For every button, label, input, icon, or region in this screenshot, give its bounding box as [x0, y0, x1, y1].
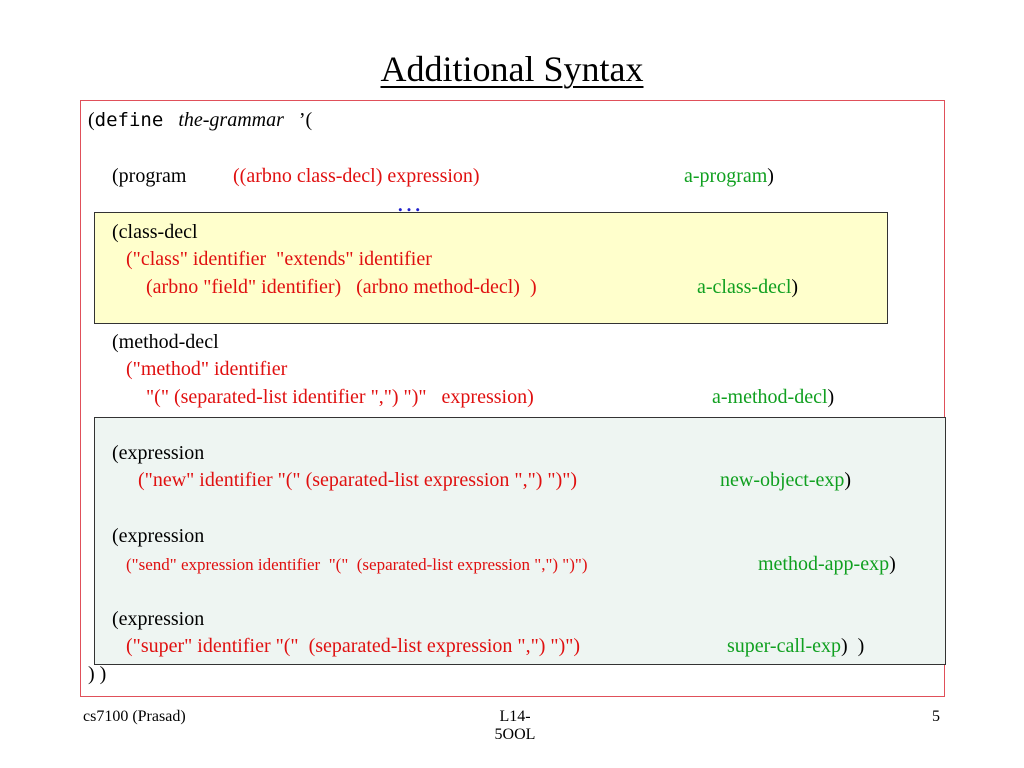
class-decl-tag-line: a-class-decl): [697, 276, 799, 298]
method-decl-rhs-1: ("method" identifier: [126, 358, 288, 380]
footer-page-number: 5: [932, 708, 940, 725]
method-decl-tag-line: a-method-decl): [712, 386, 835, 408]
slide-title: Additional Syntax: [380, 49, 644, 89]
class-decl-rhs-1: ("class" identifier "extends" identifier: [126, 248, 432, 270]
define-line: (define the-grammar ’(: [88, 109, 313, 131]
expression-head-super: (expression: [112, 608, 205, 630]
grammar-name: the-grammar: [178, 109, 284, 131]
method-app-tag: method-app-exp: [758, 553, 890, 575]
super-call-tag: super-call-exp: [727, 635, 841, 657]
program-rhs: ((arbno class-decl) expression): [233, 165, 480, 187]
class-decl-highlight: [94, 212, 888, 324]
expression-head-new: (expression: [112, 442, 205, 464]
class-decl-tag: a-class-decl: [697, 276, 792, 298]
super-call-tag-line: super-call-exp) ): [727, 635, 865, 657]
ellipsis: …: [396, 188, 425, 217]
program-production: (program: [112, 165, 187, 187]
method-decl-tag: a-method-decl: [712, 386, 828, 408]
footer-course: cs7100 (Prasad): [83, 708, 186, 725]
new-object-tag: new-object-exp: [720, 469, 845, 491]
method-decl-rhs-2: "(" (separated-list identifier ",") ")" …: [146, 386, 534, 408]
program-tag-line: a-program): [684, 165, 774, 187]
class-decl-rhs-2: (arbno "field" identifier) (arbno method…: [146, 276, 537, 298]
super-call-rhs: ("super" identifier "(" (separated-list …: [126, 635, 581, 657]
define-keyword: define: [94, 109, 164, 131]
method-decl-head: (method-decl: [112, 331, 219, 353]
expression-head-send: (expression: [112, 525, 205, 547]
method-app-rhs: ("send" expression identifier "(" (separ…: [126, 555, 588, 574]
method-app-tag-line: method-app-exp): [758, 553, 896, 575]
grammar-close: ) ): [88, 663, 107, 685]
footer-lecture: L14-5OOL: [494, 708, 536, 743]
grammar-frame: [80, 100, 945, 697]
new-object-tag-line: new-object-exp): [720, 469, 852, 491]
program-tag: a-program: [684, 165, 768, 187]
expression-highlight: [94, 417, 946, 665]
class-decl-head: (class-decl: [112, 221, 198, 243]
new-object-rhs: ("new" identifier "(" (separated-list ex…: [138, 469, 578, 491]
